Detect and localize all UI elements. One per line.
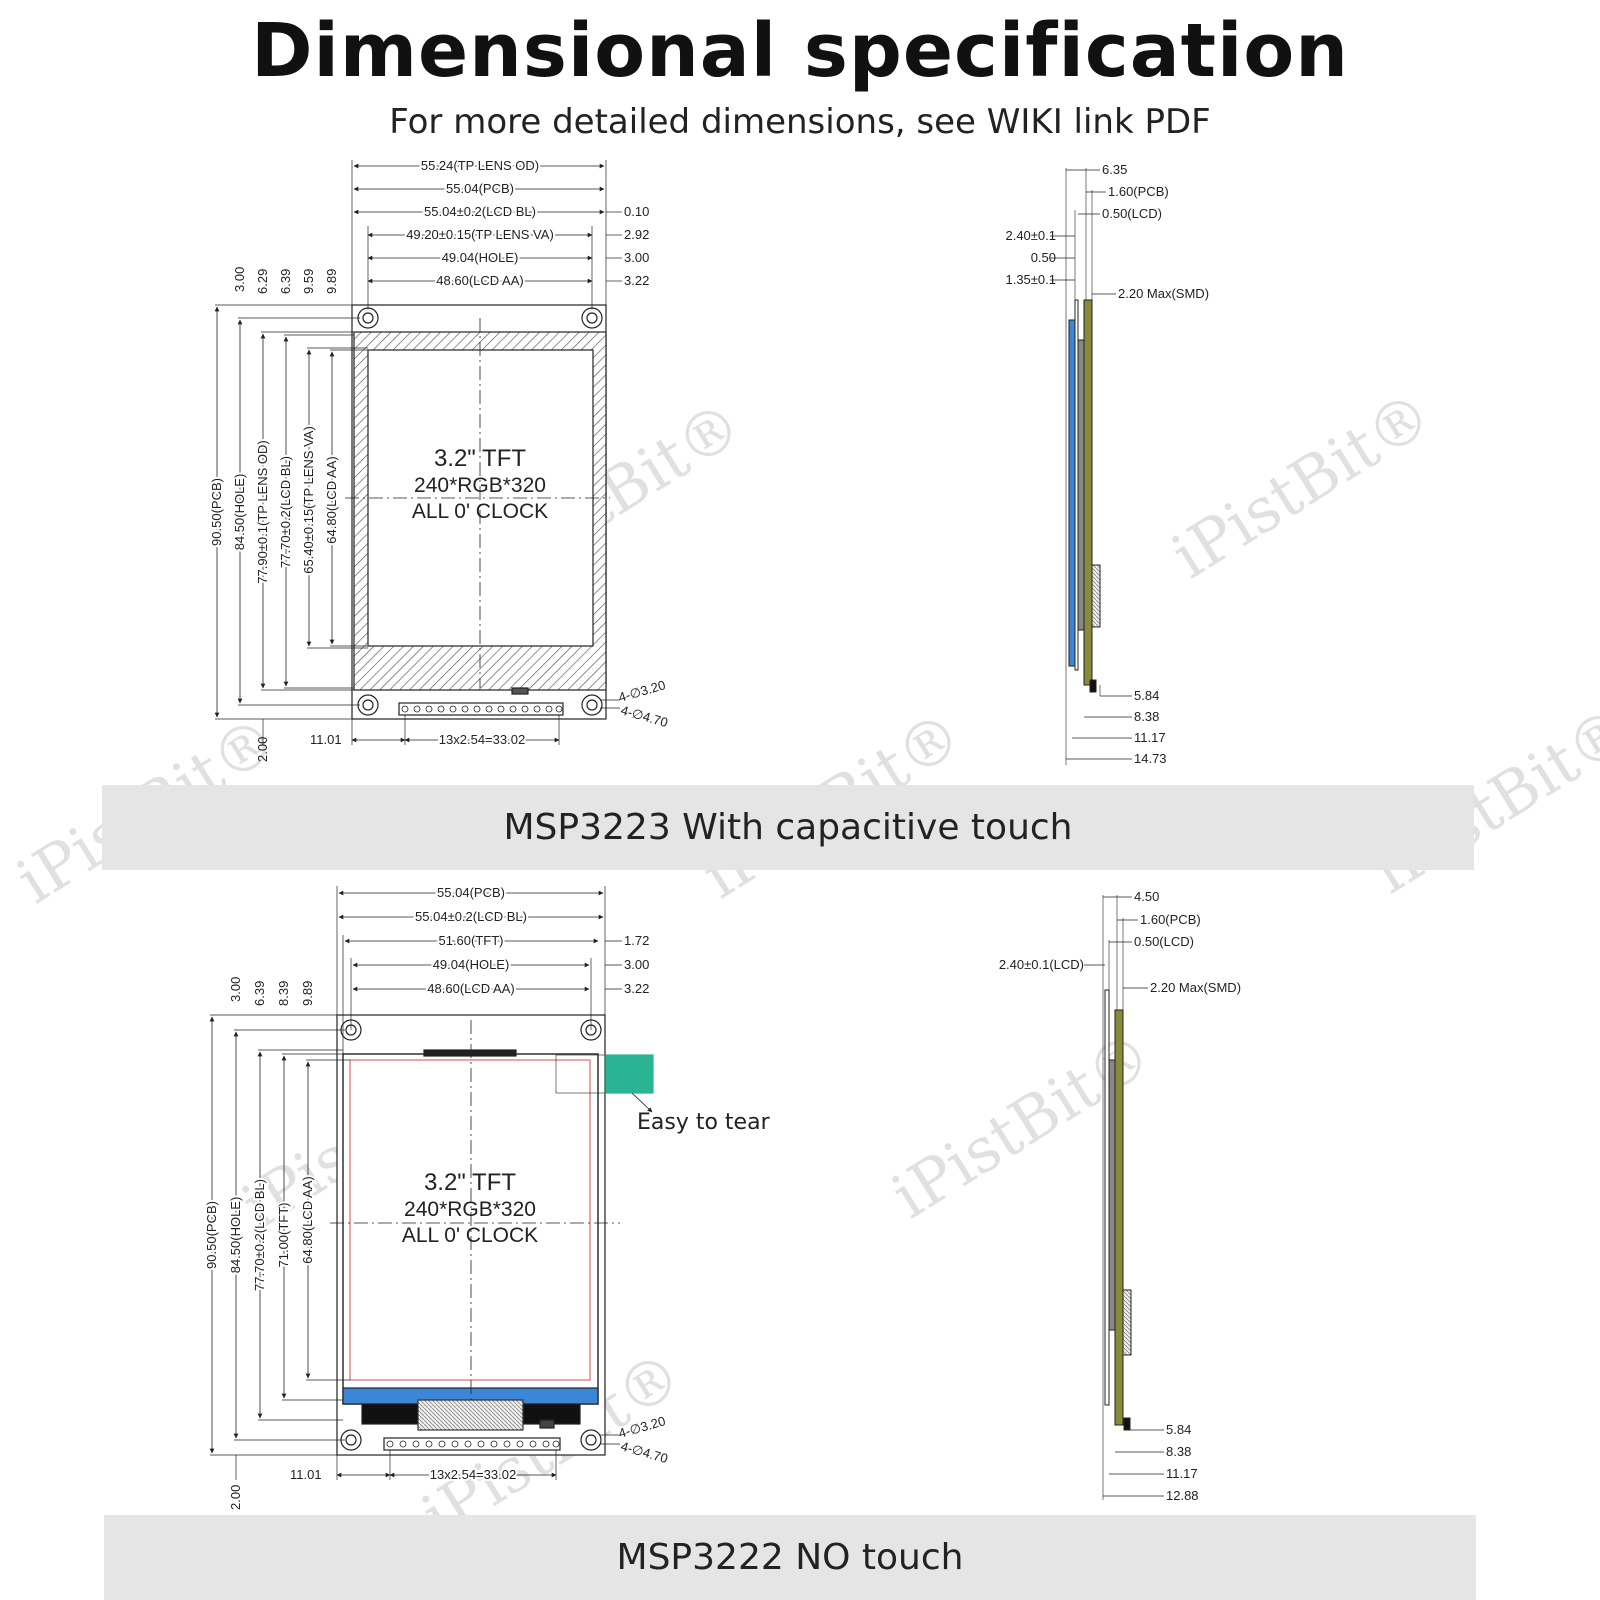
dim-label: 11.01 <box>310 732 342 747</box>
dim-label: 14.73 <box>1134 751 1167 766</box>
screen-label-resolution: 240*RGB*320 <box>404 1198 536 1221</box>
dim-label: 49.20±0.15(TP LENS VA) <box>406 227 554 242</box>
dim-label: 55.04±0.2(LCD BL) <box>424 204 536 219</box>
dim-label: 2.40±0.1(LCD) <box>999 957 1084 972</box>
dim-label: 3.22 <box>624 273 649 288</box>
tp-lens <box>1068 319 1076 667</box>
dim-label: 48.60(LCD AA) <box>427 981 514 996</box>
watermark-group: iPistBit® iPistBit® iPistBit® iPistBit® … <box>4 377 1600 1553</box>
dim-label: 0.50 <box>1031 250 1056 265</box>
dim-label: 2.20 Max(SMD) <box>1150 980 1241 995</box>
dim-label: 11.17 <box>1166 1466 1198 1481</box>
easy-to-tear-label: Easy to tear <box>637 1110 770 1135</box>
screen-label-resolution: 240*RGB*320 <box>414 474 546 497</box>
dim-label: 55.04(PCB) <box>437 885 505 900</box>
dim-label: 12.88 <box>1166 1488 1199 1503</box>
dim-label: 2.20 Max(SMD) <box>1118 286 1209 301</box>
dim-label: 3.00 <box>624 957 649 972</box>
dim-label: 8.38 <box>1134 709 1159 724</box>
pin-header-side <box>1122 1289 1132 1356</box>
dim-label: 6.29 <box>255 269 270 294</box>
top-side-labels: 6.35 1.60(PCB) 0.50(LCD) 2.40±0.1 0.50 1… <box>1005 162 1209 766</box>
dim-label: 4-∅4.70 <box>619 1438 669 1466</box>
dim-label: 9.89 <box>300 981 315 1006</box>
dim-label: 6.39 <box>278 269 293 294</box>
dim-label: 13x2.54=33.02 <box>430 1467 516 1482</box>
bottom-side-view <box>1084 895 1164 1500</box>
dim-label: 64.80(LCD AA) <box>300 1176 315 1263</box>
dim-label: 49.04(HOLE) <box>433 957 510 972</box>
dim-label: 1.60(PCB) <box>1108 184 1169 199</box>
model-caption-msp3223: MSP3223 With capacitive touch <box>102 785 1474 870</box>
dim-label: 90.50(PCB) <box>204 1201 219 1269</box>
dim-label: 2.00 <box>255 737 270 762</box>
screen-label-orientation: ALL 0' CLOCK <box>402 1224 538 1247</box>
bottom-front-view <box>209 886 654 1480</box>
dim-label: 77.90±0.1(TP LENS OD) <box>255 440 270 583</box>
dim-label: 48.60(LCD AA) <box>436 273 523 288</box>
model-caption-msp3222: MSP3222 NO touch <box>104 1515 1476 1600</box>
page-subtitle: For more detailed dimensions, see WIKI l… <box>389 102 1211 142</box>
dim-label: 64.80(LCD AA) <box>324 456 339 543</box>
dim-label: 51.60(TFT) <box>438 933 503 948</box>
dim-label: 13x2.54=33.02 <box>439 732 525 747</box>
dim-label: 1.72 <box>624 933 649 948</box>
screen-label-orientation: ALL 0' CLOCK <box>412 500 548 523</box>
dim-label: 3.00 <box>624 250 649 265</box>
dim-label: 4-∅3.20 <box>617 677 667 705</box>
page-title: Dimensional specification <box>251 8 1349 94</box>
dim-label: 3.00 <box>228 977 243 1002</box>
pcb-side <box>1114 1009 1124 1426</box>
dim-label: 3.22 <box>624 981 649 996</box>
dim-label: 84.50(HOLE) <box>232 474 247 551</box>
dim-label: 11.17 <box>1134 730 1166 745</box>
dim-label: 0.50(LCD) <box>1102 206 1162 221</box>
bottom-front-labels: 55.04(PCB) 55.04±0.2(LCD BL) 51.60(TFT) … <box>202 883 670 1510</box>
dim-label: 2.00 <box>228 1485 243 1510</box>
dim-label: 2.92 <box>624 227 649 242</box>
pin-holes <box>401 705 563 713</box>
dim-label: 1.35±0.1 <box>1005 272 1056 287</box>
dim-label: 6.35 <box>1102 162 1127 177</box>
bottom-side-labels: 4.50 1.60(PCB) 0.50(LCD) 2.40±0.1(LCD) 2… <box>999 889 1241 1503</box>
pcb-side <box>1083 299 1093 686</box>
dim-label: 55.24(TP LENS OD) <box>421 158 539 173</box>
dim-label: 9.59 <box>301 269 316 294</box>
top-front-view <box>214 160 622 745</box>
dim-label: 55.04±0.2(LCD BL) <box>415 909 527 924</box>
dim-label: 0.10 <box>624 204 649 219</box>
dim-label: 4-∅4.70 <box>619 702 669 730</box>
dim-label: 8.39 <box>276 981 291 1006</box>
dim-label: 6.39 <box>252 981 267 1006</box>
dim-label: 5.84 <box>1134 688 1159 703</box>
active-area <box>349 1059 591 1381</box>
dim-label: 49.04(HOLE) <box>442 250 519 265</box>
pin-header <box>398 702 564 716</box>
dim-label: 77.70±0.2(LCD BL) <box>278 456 293 568</box>
dim-label: 5.84 <box>1166 1422 1191 1437</box>
dim-label: 55.04(PCB) <box>446 181 514 196</box>
dim-label: 2.40±0.1 <box>1005 228 1056 243</box>
dim-label: 71.00(TFT) <box>276 1202 291 1267</box>
dim-label: 0.50(LCD) <box>1134 934 1194 949</box>
screen-label-size: 3.2" TFT <box>424 1169 516 1196</box>
dim-label: 90.50(PCB) <box>209 478 224 546</box>
watermark: iPistBit® <box>1159 377 1444 593</box>
dim-label: 3.00 <box>232 267 247 292</box>
pin-header-side <box>1091 564 1101 628</box>
dim-label: 8.38 <box>1166 1444 1191 1459</box>
dim-label: 11.01 <box>290 1467 322 1482</box>
dim-label: 1.60(PCB) <box>1140 912 1201 927</box>
dim-label: 4.50 <box>1134 889 1159 904</box>
top-side-view <box>1050 168 1132 765</box>
dim-label: 84.50(HOLE) <box>228 1197 243 1274</box>
dim-label: 65.40±0.15(TP LENS VA) <box>301 426 316 574</box>
dim-label: 9.89 <box>324 269 339 294</box>
lcd-outline <box>342 1053 599 1405</box>
screen-label-size: 3.2" TFT <box>434 445 526 472</box>
protective-film-tab <box>604 1054 654 1094</box>
dim-label: 77.70±0.2(LCD BL) <box>252 1179 267 1291</box>
